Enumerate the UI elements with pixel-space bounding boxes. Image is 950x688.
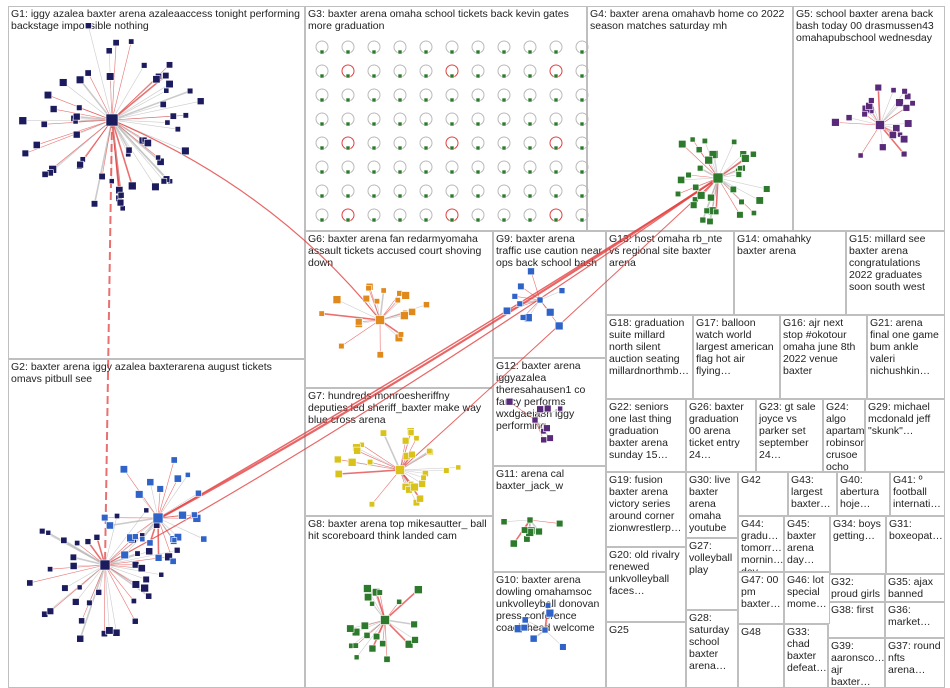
group-panel-g10: G10: baxter arena dowling omahamsoc unkv… (493, 572, 606, 688)
group-label: G27: volleyball play (689, 540, 733, 576)
group-label: G48 (741, 626, 761, 638)
group-panel-g25: G25 (606, 622, 686, 688)
group-panel-g38: G38: first (828, 602, 885, 638)
group-panel-g29: G29: michael mcdonald jeff "skunk"… (865, 399, 945, 472)
group-panel-g20: G20: old rivalry renewed unkvolleyball f… (606, 547, 686, 622)
group-label: G46: lot special mome… (787, 574, 827, 610)
group-panel-g34: G34: boys getting… (830, 516, 886, 574)
group-panel-g28: G28: saturday school baxter arena… (686, 610, 738, 688)
group-label: G22: seniors one last thing graduation b… (609, 401, 672, 461)
group-label: G23: gt sale joyce vs parker set septemb… (759, 401, 816, 461)
group-panel-g13: G13: host omaha rb_nte vs regional site … (606, 231, 734, 315)
group-panel-g23: G23: gt sale joyce vs parker set septemb… (756, 399, 823, 472)
group-label: G4: baxter arena omahavb home co 2022 se… (590, 8, 785, 32)
group-panel-g47: G47: 00 pm baxter… (738, 572, 784, 624)
group-label: G35: ajax banned fans… (888, 576, 933, 601)
group-panel-g24: G24: algo apartamento robinson crusoe oc… (823, 399, 865, 472)
group-panel-g8: G8: baxter arena top mikesautter_ ball h… (305, 516, 493, 688)
group-label: G47: 00 pm baxter… (741, 574, 781, 610)
group-label: G42 (741, 474, 761, 486)
group-label: G31: boxeopat… (889, 518, 943, 542)
group-label: G24: algo apartamento robinson crusoe oc… (826, 401, 865, 472)
group-label: G26: baxter graduation 00 arena ticket e… (689, 401, 744, 461)
group-panel-g36: G36: market… (885, 602, 945, 638)
group-panel-g26: G26: baxter graduation 00 arena ticket e… (686, 399, 756, 472)
group-label: G3: baxter arena omaha school tickets ba… (308, 8, 569, 32)
group-label: G15: millard see baxter arena congratula… (849, 233, 926, 293)
group-panel-g43: G43: largest baxter… (788, 472, 837, 516)
group-label: G1: iggy azalea baxter arena azaleaacces… (11, 8, 300, 32)
group-panel-g48: G48 (738, 624, 784, 688)
group-panel-g19: G19: fusion baxter arena victory series … (606, 472, 686, 547)
group-panel-g3: G3: baxter arena omaha school tickets ba… (305, 6, 587, 231)
group-panel-g7: G7: hundreds monroesheriffny deputies le… (305, 388, 493, 516)
group-label: G11: arena cal baxter_jack_w (496, 468, 565, 492)
group-label: G18: graduation suite millard north sile… (609, 317, 689, 377)
group-label: G16: ajr next stop #okotour omaha june 8… (783, 317, 856, 377)
group-panel-g9: G9: baxter arena traffic use caution nea… (493, 231, 606, 358)
group-panel-g31: G31: boxeopat… (886, 516, 945, 574)
group-label: G17: balloon watch world largest america… (696, 317, 774, 377)
group-label: G13: host omaha rb_nte vs regional site … (609, 233, 723, 269)
group-panel-g11: G11: arena cal baxter_jack_w (493, 466, 606, 572)
group-label: G20: old rivalry renewed unkvolleyball f… (609, 549, 680, 597)
group-panel-g18: G18: graduation suite millard north sile… (606, 315, 693, 399)
group-label: G41: º football internati… (893, 474, 941, 510)
group-panel-g22: G22: seniors one last thing graduation b… (606, 399, 686, 472)
group-panel-g21: G21: arena final one game bum ankle vale… (867, 315, 945, 399)
group-panel-g39: G39: aaronsco… ajr baxter… (828, 638, 885, 688)
group-panel-g27: G27: volleyball play (686, 538, 738, 610)
group-label: G21: arena final one game bum ankle vale… (870, 317, 939, 377)
group-label: G12: baxter arena iggyazalea theresahaus… (496, 360, 586, 432)
group-label: G19: fusion baxter arena victory series … (609, 474, 682, 534)
group-label: G32: proud girls today… (831, 576, 881, 601)
group-label: G40: abertura hoje… (840, 474, 880, 510)
group-label: G39: aaronsco… ajr baxter… (831, 640, 885, 688)
group-label: G8: baxter arena top mikesautter_ ball h… (308, 518, 487, 542)
group-panel-g12: G12: baxter arena iggyazalea theresahaus… (493, 358, 606, 466)
group-panel-g16: G16: ajr next stop #okotour omaha june 8… (780, 315, 867, 399)
group-label: G29: michael mcdonald jeff "skunk"… (868, 401, 931, 437)
group-panel-g44: G44: gradu… tomorr… mornin… day… (738, 516, 784, 572)
group-panel-g17: G17: balloon watch world largest america… (693, 315, 780, 399)
group-panel-g15: G15: millard see baxter arena congratula… (846, 231, 945, 315)
group-label: G44: gradu… tomorr… mornin… day… (741, 518, 784, 572)
group-label: G28: saturday school baxter arena… (689, 612, 730, 672)
group-label: G10: baxter arena dowling omahamsoc unkv… (496, 574, 600, 634)
group-panel-g41: G41: º football internati… (890, 472, 945, 516)
group-panel-g14: G14: omahahky baxter arena (734, 231, 846, 315)
group-panel-g5: G5: school baxter arena back bash today … (793, 6, 945, 231)
group-label: G6: baxter arena fan redarmyomaha assaul… (308, 233, 482, 269)
group-panel-g45: G45: baxter arena day… (784, 516, 830, 572)
group-panel-g1: G1: iggy azalea baxter arena azaleaacces… (8, 6, 305, 359)
group-panel-g33: G33: chad baxter defeat… (784, 624, 828, 688)
group-panel-g30: G30: live baxter arena omaha youtube (686, 472, 738, 538)
group-label: G33: chad baxter defeat… (787, 626, 827, 674)
group-label: G34: boys getting… (833, 518, 881, 542)
group-label: G7: hundreds monroesheriffny deputies le… (308, 390, 482, 426)
group-label: G25 (609, 624, 629, 636)
group-label: G30: live baxter arena omaha youtube (689, 474, 731, 534)
group-label: G9: baxter arena traffic use caution nea… (496, 233, 603, 269)
group-panel-g32: G32: proud girls today… (828, 574, 885, 602)
group-panel-g46: G46: lot special mome… (784, 572, 830, 624)
group-label: G2: baxter arena iggy azalea baxterarena… (11, 361, 272, 385)
group-label: G37: round nfts arena… (888, 640, 941, 676)
group-panel-g40: G40: abertura hoje… (837, 472, 890, 516)
group-panel-g42: G42 (738, 472, 788, 516)
group-panel-g2: G2: baxter arena iggy azalea baxterarena… (8, 359, 305, 688)
group-label: G14: omahahky baxter arena (737, 233, 812, 257)
group-panel-g37: G37: round nfts arena… (885, 638, 945, 688)
group-label: G36: market… (888, 604, 931, 628)
group-label: G38: first (831, 604, 874, 616)
group-label: G5: school baxter arena back bash today … (796, 8, 934, 44)
group-panel-g4: G4: baxter arena omahavb home co 2022 se… (587, 6, 793, 231)
group-label: G45: baxter arena day… (787, 518, 817, 566)
group-panel-g6: G6: baxter arena fan redarmyomaha assaul… (305, 231, 493, 388)
group-panel-g35: G35: ajax banned fans… (885, 574, 945, 602)
group-label: G43: largest baxter… (791, 474, 831, 510)
